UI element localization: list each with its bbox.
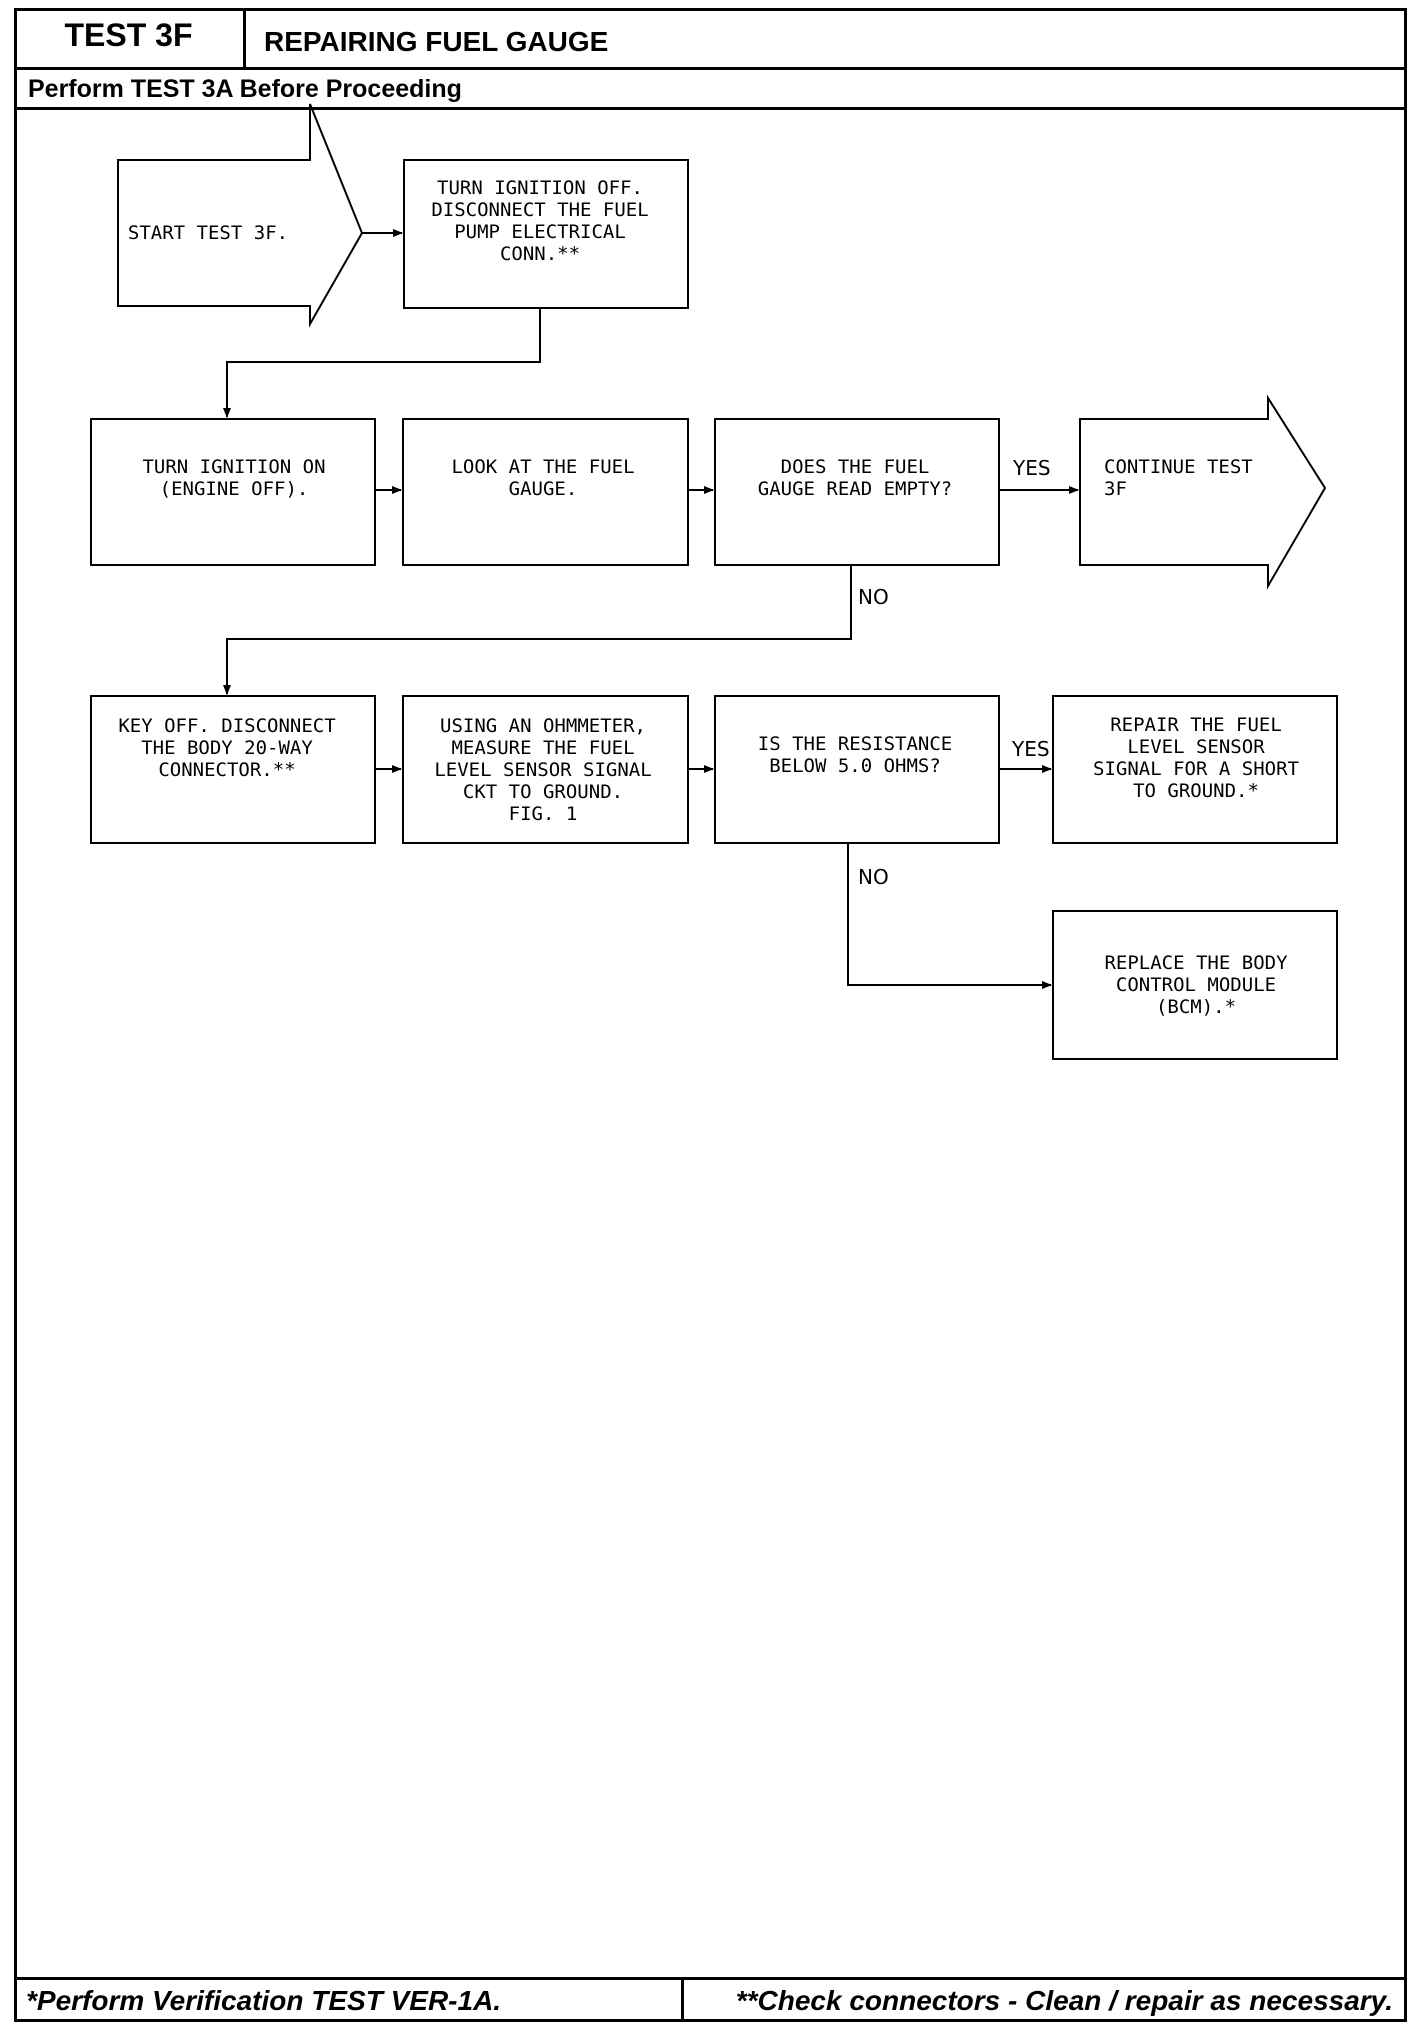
footer: *Perform Verification TEST VER-1A. **Che… bbox=[14, 1977, 1407, 2022]
node-text-line: REPLACE THE BODY bbox=[1104, 952, 1288, 974]
edge-label-no-1: NO bbox=[858, 585, 889, 609]
node-text-line: THE BODY 20-WAY bbox=[141, 737, 313, 759]
node-text-line: TURN IGNITION OFF. bbox=[437, 177, 643, 199]
node-text-line: CONTINUE TEST bbox=[1104, 456, 1253, 478]
node-ignition-on: TURN IGNITION ON(ENGINE OFF). bbox=[90, 418, 376, 566]
node-text-line: LEVEL SENSOR SIGNAL bbox=[434, 759, 651, 781]
node-text-line: CONNECTOR.** bbox=[158, 759, 295, 781]
edge-label-no-2: NO bbox=[858, 865, 889, 889]
edge-n1-n2 bbox=[223, 308, 541, 418]
node-start: START TEST 3F. bbox=[117, 103, 364, 328]
page-frame bbox=[14, 8, 1407, 2022]
node-ignition-on-text: TURN IGNITION ON(ENGINE OFF). bbox=[142, 456, 325, 500]
node-text-line: DOES THE FUEL bbox=[781, 456, 930, 478]
node-text-line: LOOK AT THE FUEL bbox=[451, 456, 634, 478]
node-text-line: SIGNAL FOR A SHORT bbox=[1093, 758, 1299, 780]
node-text-line: FIG. 1 bbox=[509, 803, 578, 825]
node-text-line: CONN.** bbox=[500, 243, 580, 265]
footer-note-connectors: **Check connectors - Clean / repair as n… bbox=[735, 1985, 1393, 2016]
test-id: TEST 3F bbox=[14, 8, 246, 67]
node-text-line: CKT TO GROUND. bbox=[463, 781, 623, 803]
page-title: REPAIRING FUEL GAUGE bbox=[264, 26, 609, 57]
header-row: TEST 3F REPAIRING FUEL GAUGE bbox=[14, 8, 1407, 70]
edge-n7-n9 bbox=[847, 843, 1052, 989]
edge-label-yes-1: YES bbox=[1012, 456, 1051, 480]
node-text-line: BELOW 5.0 OHMS? bbox=[769, 755, 941, 777]
node-text-line: TO GROUND.* bbox=[1133, 780, 1259, 802]
node-text-line: (BCM).* bbox=[1156, 996, 1236, 1018]
node-text-line: 3F bbox=[1104, 478, 1127, 500]
node-text-line: LEVEL SENSOR bbox=[1127, 736, 1265, 758]
node-text-line: START TEST 3F. bbox=[128, 222, 288, 244]
node-text-line: PUMP ELECTRICAL bbox=[454, 221, 626, 243]
node-text-line: MEASURE THE FUEL bbox=[451, 737, 634, 759]
edge-n4-n5 bbox=[223, 565, 852, 695]
node-text-line: (ENGINE OFF). bbox=[160, 478, 309, 500]
node-text-line: TURN IGNITION ON bbox=[142, 456, 325, 478]
node-text-line: GAUGE READ EMPTY? bbox=[758, 478, 952, 500]
edges bbox=[223, 229, 1079, 989]
node-start-text: START TEST 3F. bbox=[128, 222, 288, 244]
node-text-line: CONTROL MODULE bbox=[1116, 974, 1276, 996]
node-text-line: GAUGE. bbox=[509, 478, 578, 500]
footer-note-verification: *Perform Verification TEST VER-1A. bbox=[14, 1980, 684, 2022]
page-subtitle: Perform TEST 3A Before Proceeding bbox=[14, 70, 1407, 110]
node-text-line: REPAIR THE FUEL bbox=[1110, 714, 1282, 736]
node-text-line: IS THE RESISTANCE bbox=[758, 733, 952, 755]
node-text-line: KEY OFF. DISCONNECT bbox=[118, 715, 335, 737]
node-text-line: DISCONNECT THE FUEL bbox=[431, 199, 648, 221]
node-text-line: USING AN OHMMETER, bbox=[440, 715, 646, 737]
edge-label-yes-2: YES bbox=[1011, 737, 1050, 761]
